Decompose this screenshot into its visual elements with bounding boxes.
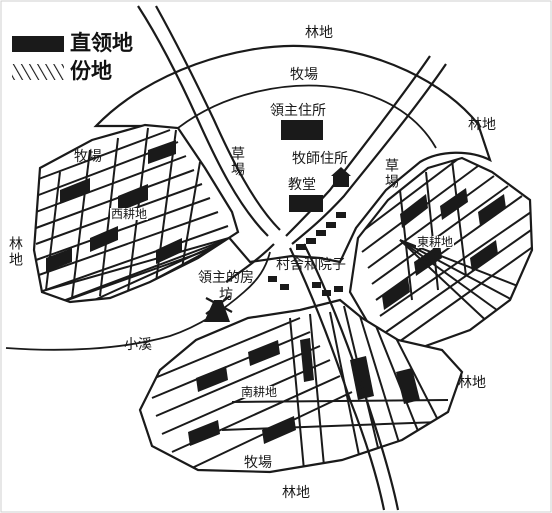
legend-tenure-label: 份地 [70,59,112,83]
label-forest-right-bottom: 林地 [458,375,486,391]
legend-demesne-swatch [12,36,64,52]
label-pasture-left: 牧場 [74,149,102,165]
legend-tenure-swatch [12,64,64,80]
label-forest-right-top: 林地 [468,117,496,133]
label-church: 教堂 [288,177,316,193]
label-lord-mill: 領主的房坊 [198,270,254,303]
label-priest-residence: 牧師住所 [292,151,348,167]
label-pasture-bottom: 牧場 [244,455,272,471]
legend-demesne-label: 直领地 [70,31,133,55]
label-forest-bottom: 林地 [282,485,310,501]
cottages-cluster [268,212,346,296]
church-building [289,195,323,212]
label-cottages: 村舍和院子 [276,257,346,273]
label-pasture-top: 牧場 [290,67,318,83]
pasture-ring [93,44,492,264]
label-east-field: 東耕地 [416,235,455,249]
stream-line [5,251,271,351]
label-meadow-right: 草場 [383,158,399,190]
lord-residence-building [281,120,323,140]
inner-pasture-boundary [177,84,437,149]
label-lord-residence: 領主住所 [270,103,326,119]
label-forest-left: 林地 [7,236,23,268]
mill-icon [204,295,233,322]
label-south-field: 南耕地 [240,385,279,399]
priest-house [331,167,351,187]
label-stream: 小溪 [124,337,152,353]
label-west-field: 西耕地 [110,207,149,221]
label-forest-top: 林地 [305,25,333,41]
label-meadow-left: 草場 [229,146,245,178]
